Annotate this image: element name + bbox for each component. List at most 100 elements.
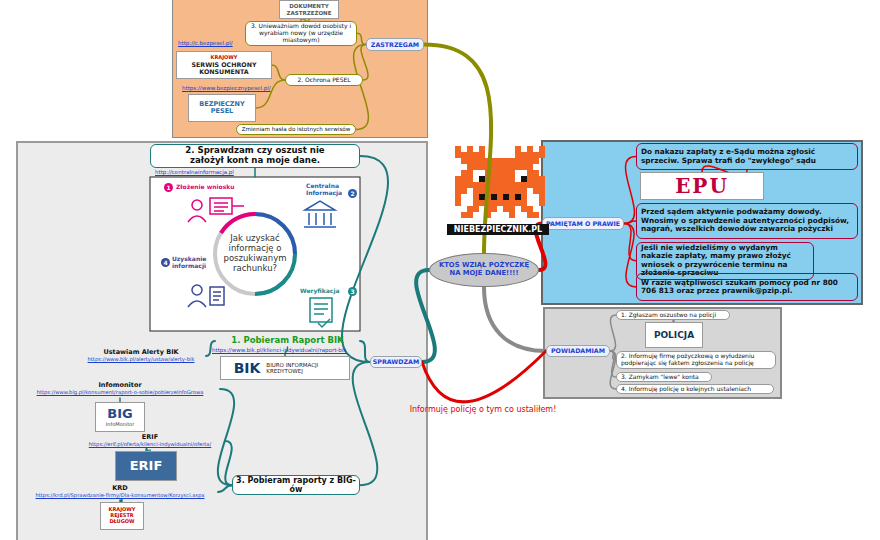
branch-label: SPRAWDZAM [370,356,422,368]
node-text: https://krd.pl/Sprawdzanie-firmy/Dla-kon… [36,493,205,499]
node-text: 2. Informuję firmę pożyczkową o wyłudzen… [621,353,771,367]
node-text: InfoMonitor [106,422,134,428]
branch-line [424,45,491,254]
node-text: BIURO INFORMACJI KREDYTOWEJ [266,362,336,375]
node-text: 1. Zgłaszam oszustwo na policji [621,312,716,319]
node-text: 1. Pobieram Raport BIK [231,336,343,346]
logo-box: EPU [640,172,764,200]
node-text: KRAJOWY REJESTR DŁUGÓW [101,507,143,524]
branch-line [484,287,546,351]
node-text: https://www.big.pl/konsument/raport-o-so… [37,390,204,396]
topic-text: Infomonitorhttps://www.big.pl/konsument/… [20,380,220,398]
branch-line [610,315,616,351]
topic-text: 1. Pobieram Raport BIK [215,335,360,347]
branch-line [624,157,636,224]
monster-face [473,170,527,200]
node-text: 2. Ochrona PESEL [297,77,350,84]
logo-box: BIGInfoMonitor [95,402,145,432]
node-text: SPRAWDZAM [373,358,419,365]
branch-line [360,341,370,362]
logo-box: BIK BIURO INFORMACJI KREDYTOWEJ [220,356,350,380]
branch-label: PAMIĘTAM O PRAWIE [542,217,624,230]
node-text: ERIF [142,434,158,441]
pixel-monster [455,146,545,218]
node-text: BIK [234,360,261,376]
branch-line [254,168,256,177]
branch-line [416,270,435,362]
node-text: DOKUMENTY ZASTRZEŻONE [280,3,338,16]
node-text: Ustawiam Alerty BIK [103,349,178,356]
logo-box: DOKUMENTY ZASTRZEŻONE [279,0,339,19]
branch-line [354,45,369,130]
note-box: Przed sądem aktywnie podważamy dowody. W… [636,203,858,239]
callout-number: 3 [348,287,357,296]
node-text: BEZPIECZNY PESEL [189,101,255,116]
note-box: Do nakazu zapłaty z e-Sądu można zgłosić… [636,143,858,170]
step-box: 1. Zgłaszam oszustwo na policji [616,310,730,320]
topic-box: 3. Unieważniam dowód osobisty i wyrabiam… [245,21,357,46]
node-text: https://www.bik.pl/alerty/ustaw/alerty-b… [88,357,195,363]
node-text: BIG [107,407,132,422]
branch-line [218,485,232,492]
infographic-art [150,177,360,331]
branch-line [225,441,232,485]
step-box: 2. Informuję firmę pożyczkową o wyłudzen… [616,351,776,369]
url-text: https://www.bezpiecznypesel.pl/ [182,85,282,91]
node-text: https://erif.pl/oferta/klienci-indywidua… [89,442,212,448]
node-text: ZASTRZEGAM [371,41,419,48]
node-text: ERIF [130,459,163,474]
topic-text: ERIFhttps://erif.pl/oferta/klienci-indyw… [75,432,225,450]
node-text: 3. Unieważniam dowód osobisty i wyrabiam… [249,23,353,44]
node-text: KRAJOWY [211,55,238,61]
branch-line [218,389,234,485]
topic-box: Zmieniam hasła do istotnych serwisów [236,124,356,135]
logo-box: POLICJA [645,322,703,348]
url-text: http://centralnainformacja.pl [155,169,275,175]
node-text: Infomonitor [98,382,141,389]
step-box: 3. Zamykam "lewe" konta [616,372,712,382]
node-text: Jak uzyskać informację o poszukiwanym ra… [220,234,290,273]
central-topic: KTOŚ WZIĄŁ POŻYCZKĘ NA MOJE DANE!!!! [429,253,539,287]
branch-line [353,362,378,485]
branch-line [422,351,546,402]
node-text: PAMIĘTAM O PRAWIE [546,220,620,227]
heading-box: 2. Sprawdzam czy oszust nie założył kont… [150,144,360,168]
logo-caption: NIEBEZPIECZNIK.PL [447,224,549,235]
branch-line [272,65,285,80]
url-text: http://c.bezpesel.pl/ [178,40,268,46]
node-text: SERWIS OCHRONY KONSUMENTA [177,61,271,75]
node-text: EPU [675,175,729,198]
callout-number: 2 [348,189,357,198]
node-text: W razie wątpliwości szukam pomocy pod nr… [641,279,853,296]
topic-box: 3. Pobieram raporty z BIG-ów [232,475,360,495]
infographic-text: Centralna Informacja [306,183,346,197]
logo-box: KRAJOWYSERWIS OCHRONY KONSUMENTA [176,51,272,79]
logo-box: BEZPIECZNY PESEL [188,94,256,122]
logo-box: ERIF [115,451,177,481]
node-text: POLICJA [654,330,694,340]
branch-line [256,80,285,108]
step-box: 4. Informuję policję o kolejnych ustalen… [616,384,774,394]
node-text: 4. Informuję policję o kolejnych ustalen… [621,386,751,393]
logo-box: KRAJOWY REJESTR DŁUGÓW [100,502,144,530]
note-box: W razie wątpliwości szukam pomocy pod nr… [636,273,858,301]
branch-label: ZASTRZEGAM [366,38,424,51]
node-text: POWIADAMIAM [551,347,605,354]
branch-line [624,224,636,288]
edge-label: Informuję policję o tym co ustaliłem! [410,405,557,414]
callout-number: 4 [161,258,170,267]
infographic-text: Weryfikacja [300,288,346,295]
node-text: 3. Pobieram raporty z BIG-ów [233,476,359,494]
branch-label: POWIADAMIAM [546,345,610,357]
node-text: Do nakazu zapłaty z e-Sądu można zgłosić… [641,148,853,165]
infographic-text: Uzyskanie informacji [172,256,216,270]
infographic-text: Złożenie wniosku [176,184,236,191]
topic-text: KRDhttps://krd.pl/Sprawdzanie-firmy/Dla-… [22,484,218,500]
branch-line [357,33,366,44]
infographic: Jak uzyskać informację o poszukiwanym ra… [150,177,360,331]
node-text: KRD [112,485,127,492]
node-text: Zmieniam hasła do istotnych serwisów [242,126,351,132]
url-text: https://www.bik.pl/klienci-indywidualni/… [212,347,362,353]
topic-box: 2. Ochrona PESEL [285,74,363,86]
